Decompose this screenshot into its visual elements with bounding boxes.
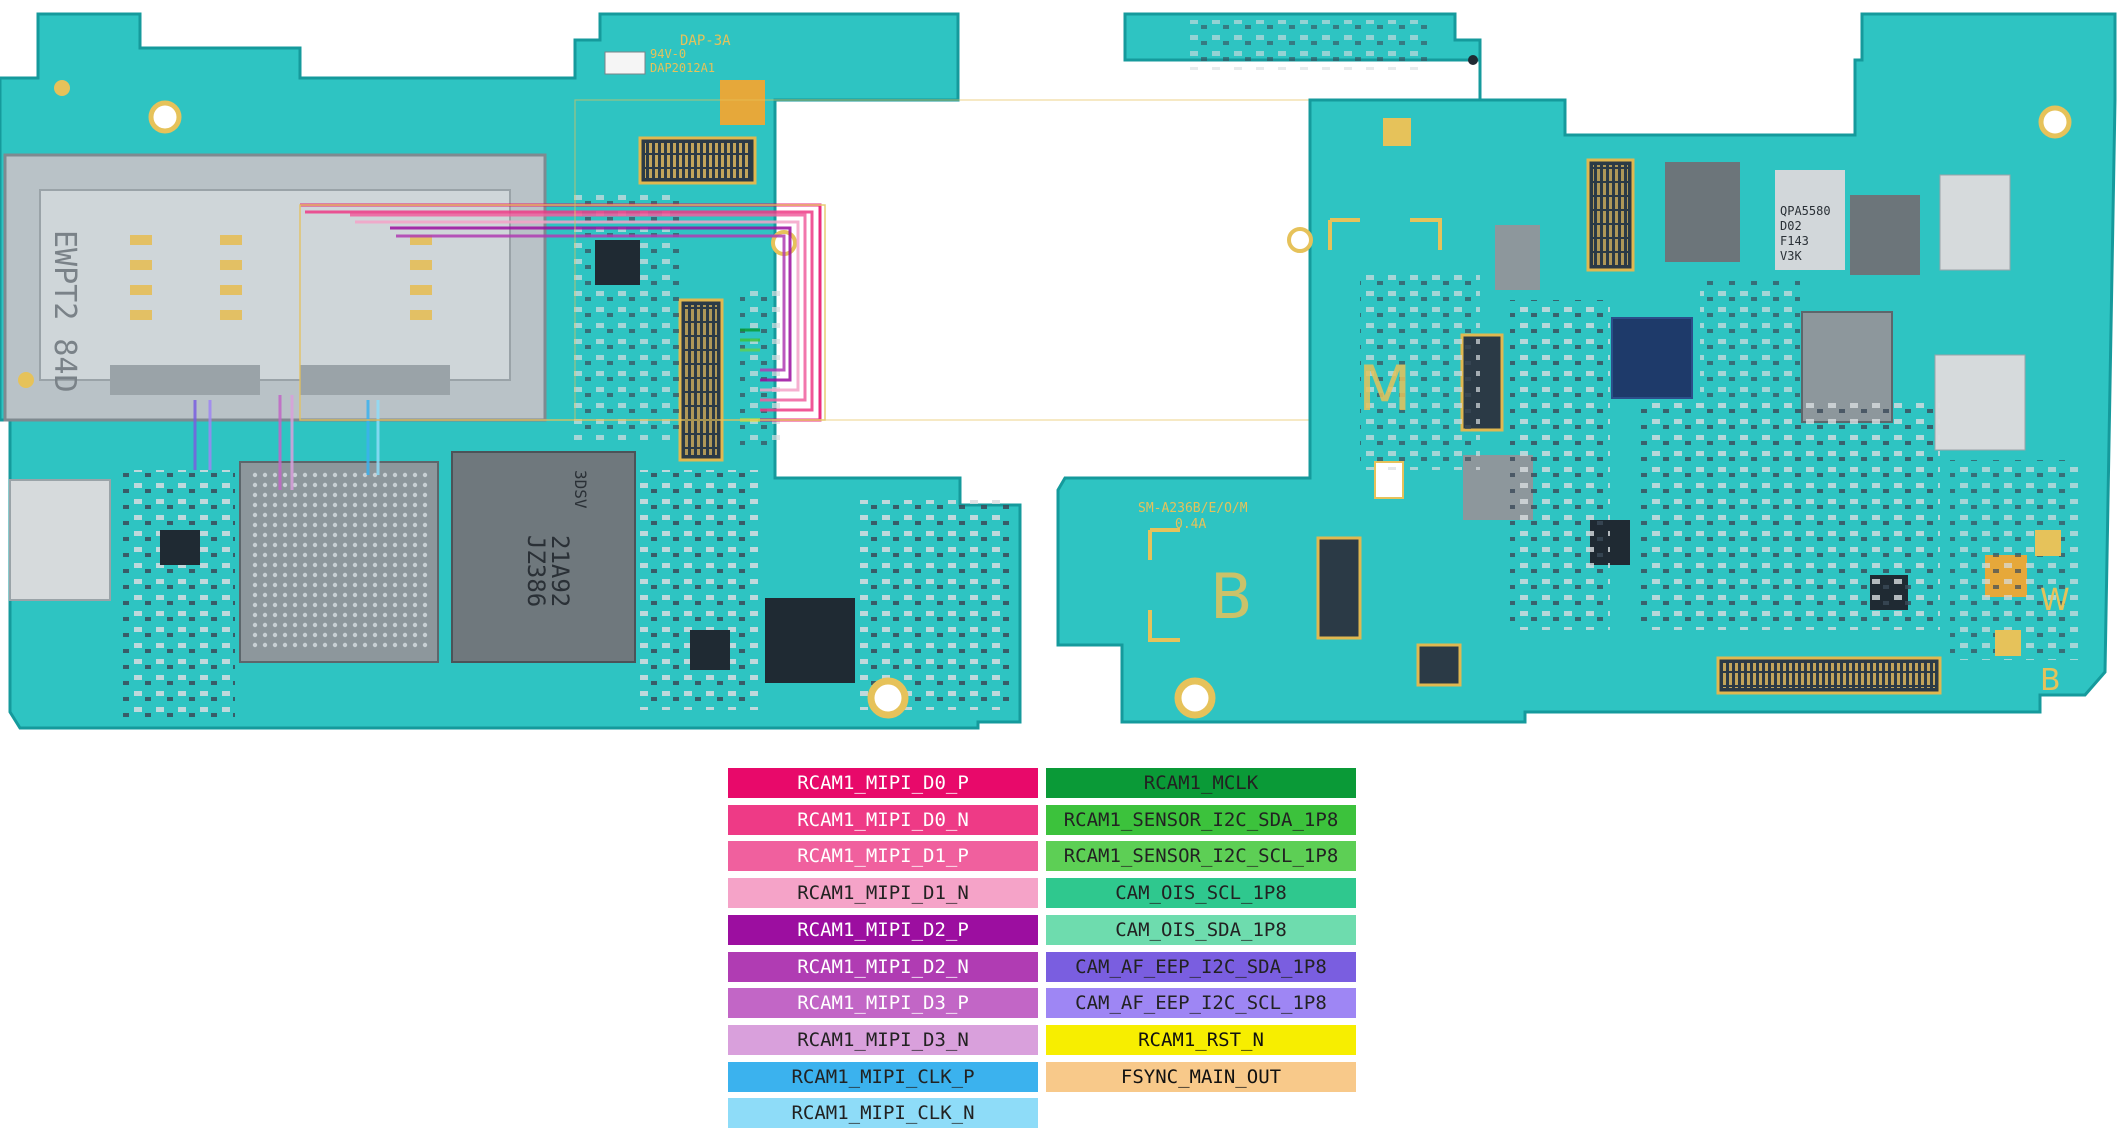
legend-item-rcam1-mipi-clk-p: RCAM1_MIPI_CLK_P (728, 1061, 1038, 1092)
legend-item-rcam1-mipi-d3-n: RCAM1_MIPI_D3_N (728, 1024, 1038, 1055)
legend-item-rcam1-rst-n: RCAM1_RST_N (1046, 1024, 1356, 1055)
memory-chip: 3DSV 21A92 JZ386 (451, 451, 636, 663)
rev-text: 0.4A (1175, 517, 1206, 532)
legend-item-rcam1-mipi-d2-n: RCAM1_MIPI_D2_N (728, 951, 1038, 982)
legend-item-fsync-main-out: FSYNC_MAIN_OUT (1046, 1061, 1356, 1092)
rf-chip (1611, 317, 1693, 399)
chip-mark-2: D02 (1780, 219, 1802, 233)
legend-item-rcam1-mipi-d0-p: RCAM1_MIPI_D0_P (728, 768, 1038, 798)
right-connector-3 (1316, 536, 1362, 640)
memory-mark-2: 21A92 (546, 535, 574, 607)
legend-item-rcam1-mipi-d1-p: RCAM1_MIPI_D1_P (728, 841, 1038, 872)
left-board: EWPT2 84D DAP-3A 94V-0 DAP2012A1 3DSV 21… (0, 12, 1541, 730)
memory-mark-1: 3DSV (571, 470, 590, 509)
zone-letter-b2: B (2040, 663, 2061, 698)
legend-item-rcam1-sensor-i2c-sda-1p8: RCAM1_SENSOR_I2C_SDA_1P8 (1046, 804, 1356, 835)
model-text: SM-A236B/E/O/M (1138, 501, 1248, 516)
sim-tray: EWPT2 84D (3, 153, 547, 422)
legend-item-rcam1-mipi-d3-p: RCAM1_MIPI_D3_P (728, 988, 1038, 1019)
zone-letter-b: B (1210, 560, 1253, 633)
zone-letter-m: M (1358, 352, 1412, 425)
trace-overlay (193, 99, 1541, 490)
silk-line-2: DAP2012A1 (650, 61, 715, 75)
chip-mark-3: F143 (1780, 234, 1809, 248)
legend-item-rcam1-mipi-d2-p: RCAM1_MIPI_D2_P (728, 914, 1038, 945)
legend-item-rcam1-mipi-d0-n: RCAM1_MIPI_D0_N (728, 804, 1038, 835)
right-board: QPA5580 D02 F143 V3K M B W B SM-A236B/E/… (1056, 12, 2117, 724)
legend-item-cam-af-eep-i2c-sda-1p8: CAM_AF_EEP_I2C_SDA_1P8 (1046, 951, 1356, 982)
legend-item-rcam1-mipi-d1-n: RCAM1_MIPI_D1_N (728, 878, 1038, 909)
legend-item-rcam1-mipi-clk-n: RCAM1_MIPI_CLK_N (728, 1098, 1038, 1129)
chip-mark-4: V3K (1780, 249, 1802, 263)
legend-item-rcam1-mclk: RCAM1_MCLK (1046, 768, 1356, 798)
legend-item-cam-af-eep-i2c-scl-1p8: CAM_AF_EEP_I2C_SCL_1P8 (1046, 988, 1356, 1019)
soc-chip (239, 461, 439, 663)
chip-mark-1: QPA5580 (1780, 204, 1831, 218)
legend-item-cam-ois-sda-1p8: CAM_OIS_SDA_1P8 (1046, 914, 1356, 945)
legend-item-cam-ois-scl-1p8: CAM_OIS_SCL_1P8 (1046, 878, 1356, 909)
memory-mark-3: JZ386 (522, 535, 550, 607)
legend-item-rcam1-sensor-i2c-scl-1p8: RCAM1_SENSOR_I2C_SCL_1P8 (1046, 841, 1356, 872)
zone-letter-w: W (2040, 583, 2070, 618)
silk-line-1: 94V-0 (650, 47, 686, 61)
sim-tray-label: EWPT2 84D (47, 230, 82, 393)
connector-label-top: DAP-3A (680, 33, 731, 49)
